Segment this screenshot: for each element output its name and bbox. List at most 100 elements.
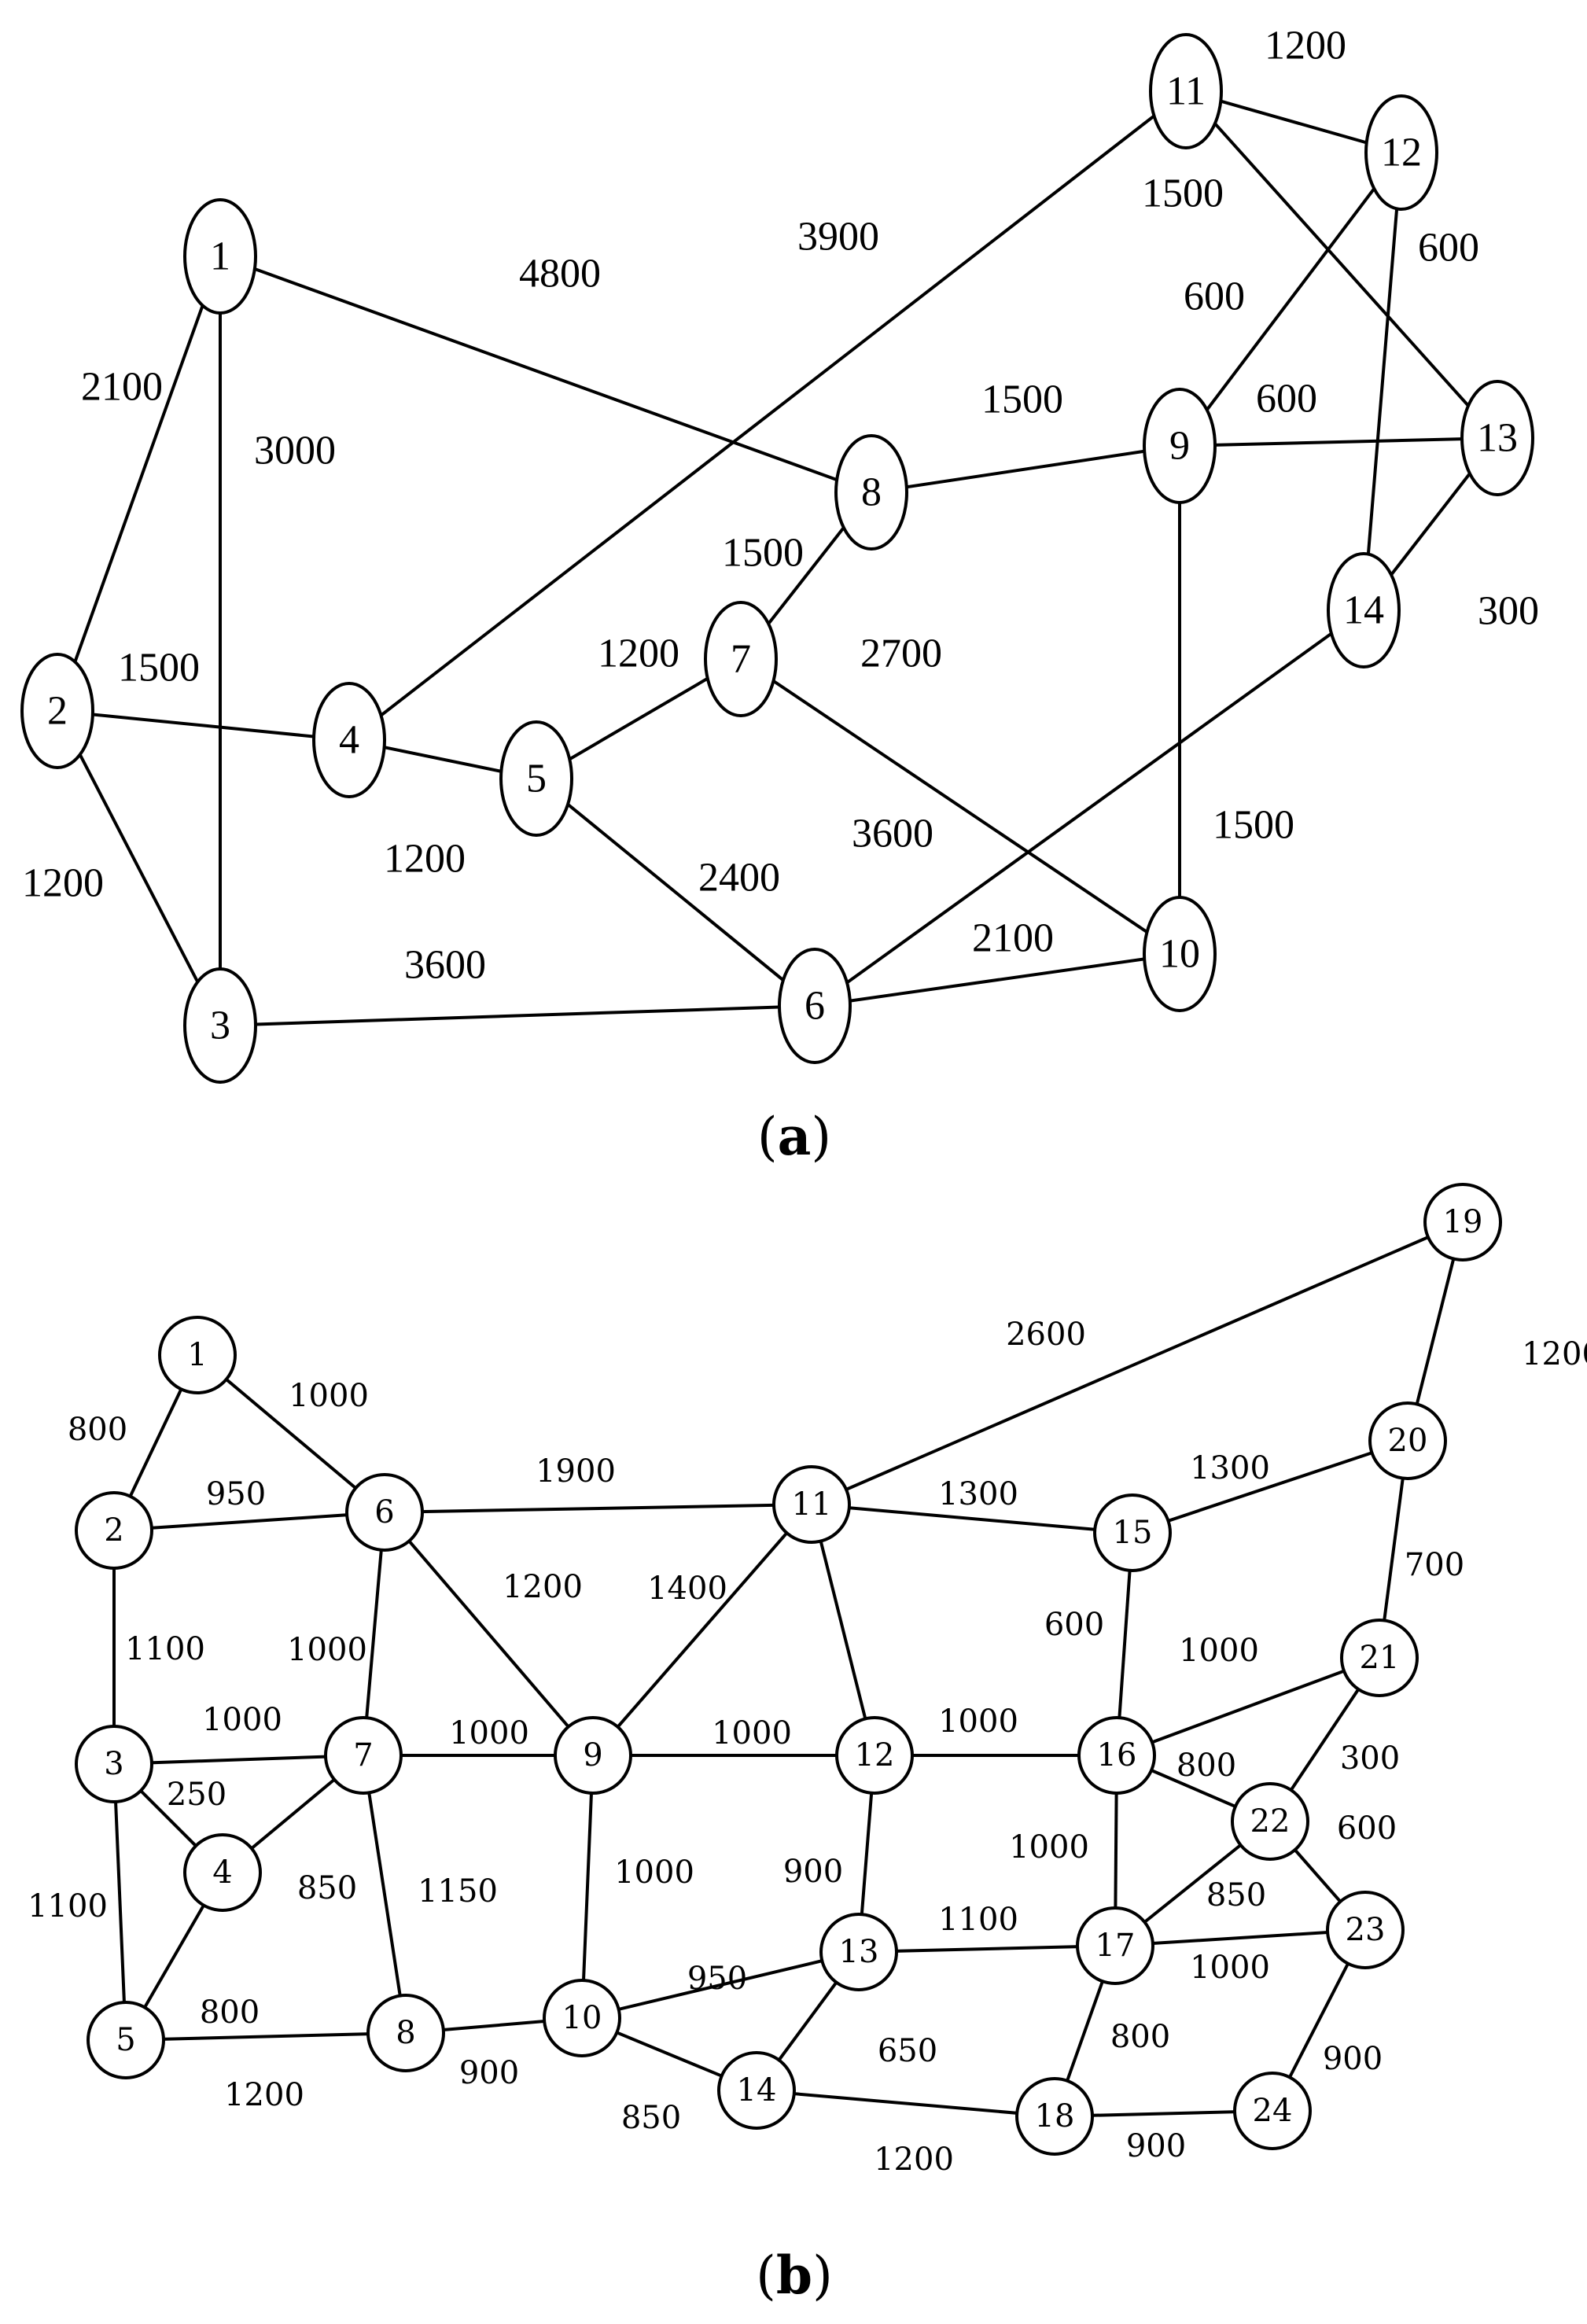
edge-a-11-13 <box>1184 90 1499 440</box>
node-label-b-3: 3 <box>104 1746 123 1782</box>
edge-weight-a-5-7: 1200 <box>598 632 679 676</box>
edge-weight-a-11-13: 1500 <box>1142 171 1224 216</box>
node-shape-a-14 <box>1327 552 1401 668</box>
edge-weight-a-2-4: 1500 <box>118 646 200 691</box>
edge-weight-b-2-3: 1100 <box>125 1631 205 1667</box>
edge-b-6-11 <box>384 1503 812 1514</box>
node-label-b-10: 10 <box>562 2000 602 2036</box>
node-label-b-6: 6 <box>374 1494 394 1530</box>
node-shape-a-4 <box>312 682 386 798</box>
edge-b-6-7 <box>362 1512 386 1756</box>
node-label-b-8: 8 <box>396 2015 415 2051</box>
edge-b-9-11 <box>591 1503 813 1757</box>
node-shape-a-12 <box>1364 94 1438 211</box>
node-shape-b-21 <box>1340 1619 1419 1697</box>
node-b-15: 15 <box>1093 1493 1172 1572</box>
node-b-24: 24 <box>1233 2072 1312 2150</box>
node-shape-b-7 <box>324 1716 403 1795</box>
node-b-17: 17 <box>1076 1906 1154 1985</box>
edge-weight-b-4-7: 850 <box>297 1870 357 1906</box>
node-label-b-20: 20 <box>1388 1423 1428 1459</box>
edge-weight-a-8-9: 1500 <box>981 378 1063 422</box>
node-b-2: 2 <box>75 1491 153 1570</box>
node-shape-b-17 <box>1076 1906 1154 1985</box>
edge-weight-a-3-6: 3600 <box>404 943 486 988</box>
edge-b-1-6 <box>196 1354 386 1514</box>
node-label-a-12: 12 <box>1381 131 1422 175</box>
node-label-a-9: 9 <box>1169 424 1190 469</box>
node-b-4: 4 <box>183 1833 262 1912</box>
node-label-b-7: 7 <box>353 1737 373 1773</box>
node-shape-b-20 <box>1368 1401 1447 1480</box>
node-a-2: 2 <box>20 653 94 769</box>
node-shape-b-9 <box>554 1716 632 1795</box>
node-shape-b-11 <box>772 1465 851 1544</box>
node-shape-a-8 <box>834 434 908 551</box>
node-label-b-1: 1 <box>187 1337 207 1373</box>
node-label-b-22: 22 <box>1250 1803 1291 1840</box>
node-b-23: 23 <box>1326 1891 1405 1969</box>
edge-weight-b-17-23: 1000 <box>1190 1950 1270 1986</box>
edge-a-6-10 <box>814 952 1180 1007</box>
node-label-a-10: 10 <box>1159 932 1200 977</box>
node-label-b-18: 18 <box>1035 2098 1075 2134</box>
edge-weight-a-9-12: 600 <box>1184 274 1245 319</box>
edge-a-1-8 <box>219 255 872 494</box>
edge-weight-b-6-7: 1000 <box>287 1632 367 1668</box>
node-b-13: 13 <box>819 1913 898 1991</box>
edge-b-14-18 <box>756 2089 1055 2118</box>
edge-weight-b-20-21: 700 <box>1405 1547 1464 1583</box>
node-a-13: 13 <box>1460 380 1534 496</box>
node-label-b-2: 2 <box>104 1512 123 1549</box>
edge-weight-b-18-24: 900 <box>1126 2128 1186 2164</box>
edge-a-6-14 <box>813 609 1365 1007</box>
edge-a-1-2 <box>56 256 222 712</box>
node-shape-b-4 <box>183 1833 262 1912</box>
node-b-6: 6 <box>345 1473 424 1552</box>
edge-b-17-23 <box>1114 1928 1366 1947</box>
edge-weight-b-1-6: 1000 <box>289 1378 369 1414</box>
edge-weight-b-11-19: 2600 <box>1006 1317 1086 1353</box>
node-b-9: 9 <box>554 1716 632 1795</box>
node-label-b-23: 23 <box>1346 1912 1386 1948</box>
node-shape-a-9 <box>1143 388 1217 504</box>
network-diagram-b: 8001000950110010002501100800850120010001… <box>28 1183 1587 2178</box>
node-label-a-13: 13 <box>1477 416 1518 461</box>
node-b-19: 19 <box>1423 1183 1502 1261</box>
node-b-3: 3 <box>75 1725 153 1803</box>
edge-a-3-6 <box>219 1004 816 1027</box>
edge-weight-b-7-9: 1000 <box>449 1715 529 1751</box>
edge-weight-b-13-17: 1100 <box>938 1902 1018 1938</box>
edge-weight-b-12-13: 900 <box>783 1854 843 1890</box>
node-label-a-3: 3 <box>210 1004 230 1048</box>
node-label-a-1: 1 <box>210 234 230 279</box>
node-label-b-13: 13 <box>839 1934 879 1970</box>
diagram-a-caption: (a) <box>757 1106 831 1167</box>
node-shape-b-3 <box>75 1725 153 1803</box>
edge-a-9-12 <box>1178 151 1403 447</box>
edge-weight-a-4-5: 1200 <box>384 837 466 882</box>
edge-weight-b-14-18: 1200 <box>874 2142 954 2178</box>
edge-b-3-5 <box>112 1763 127 2041</box>
edge-weight-b-10-14: 850 <box>621 2100 681 2136</box>
edge-b-15-20 <box>1132 1439 1408 1534</box>
edge-weight-b-5-8: 1200 <box>224 2077 304 2113</box>
edge-weight-b-2-6: 950 <box>206 1476 266 1512</box>
node-label-b-5: 5 <box>116 2022 135 2058</box>
edge-weight-a-6-14: 3600 <box>852 812 933 856</box>
edge-a-7-10 <box>739 657 1181 956</box>
node-shape-b-15 <box>1093 1493 1172 1572</box>
edge-weight-a-12-14: 600 <box>1418 226 1479 271</box>
edge-b-11-15 <box>811 1503 1133 1534</box>
node-a-11: 11 <box>1149 33 1223 149</box>
edge-weight-b-9-11: 1400 <box>647 1571 727 1607</box>
node-b-7: 7 <box>324 1716 403 1795</box>
node-b-11: 11 <box>772 1465 851 1544</box>
edge-weight-a-1-2: 2100 <box>81 365 163 410</box>
node-label-b-14: 14 <box>737 2072 777 2109</box>
edge-weight-b-6-11: 1900 <box>536 1453 616 1490</box>
edge-b-7-8 <box>362 1755 407 2034</box>
edge-b-13-17 <box>858 1944 1116 1954</box>
node-b-8: 8 <box>366 1994 445 2072</box>
